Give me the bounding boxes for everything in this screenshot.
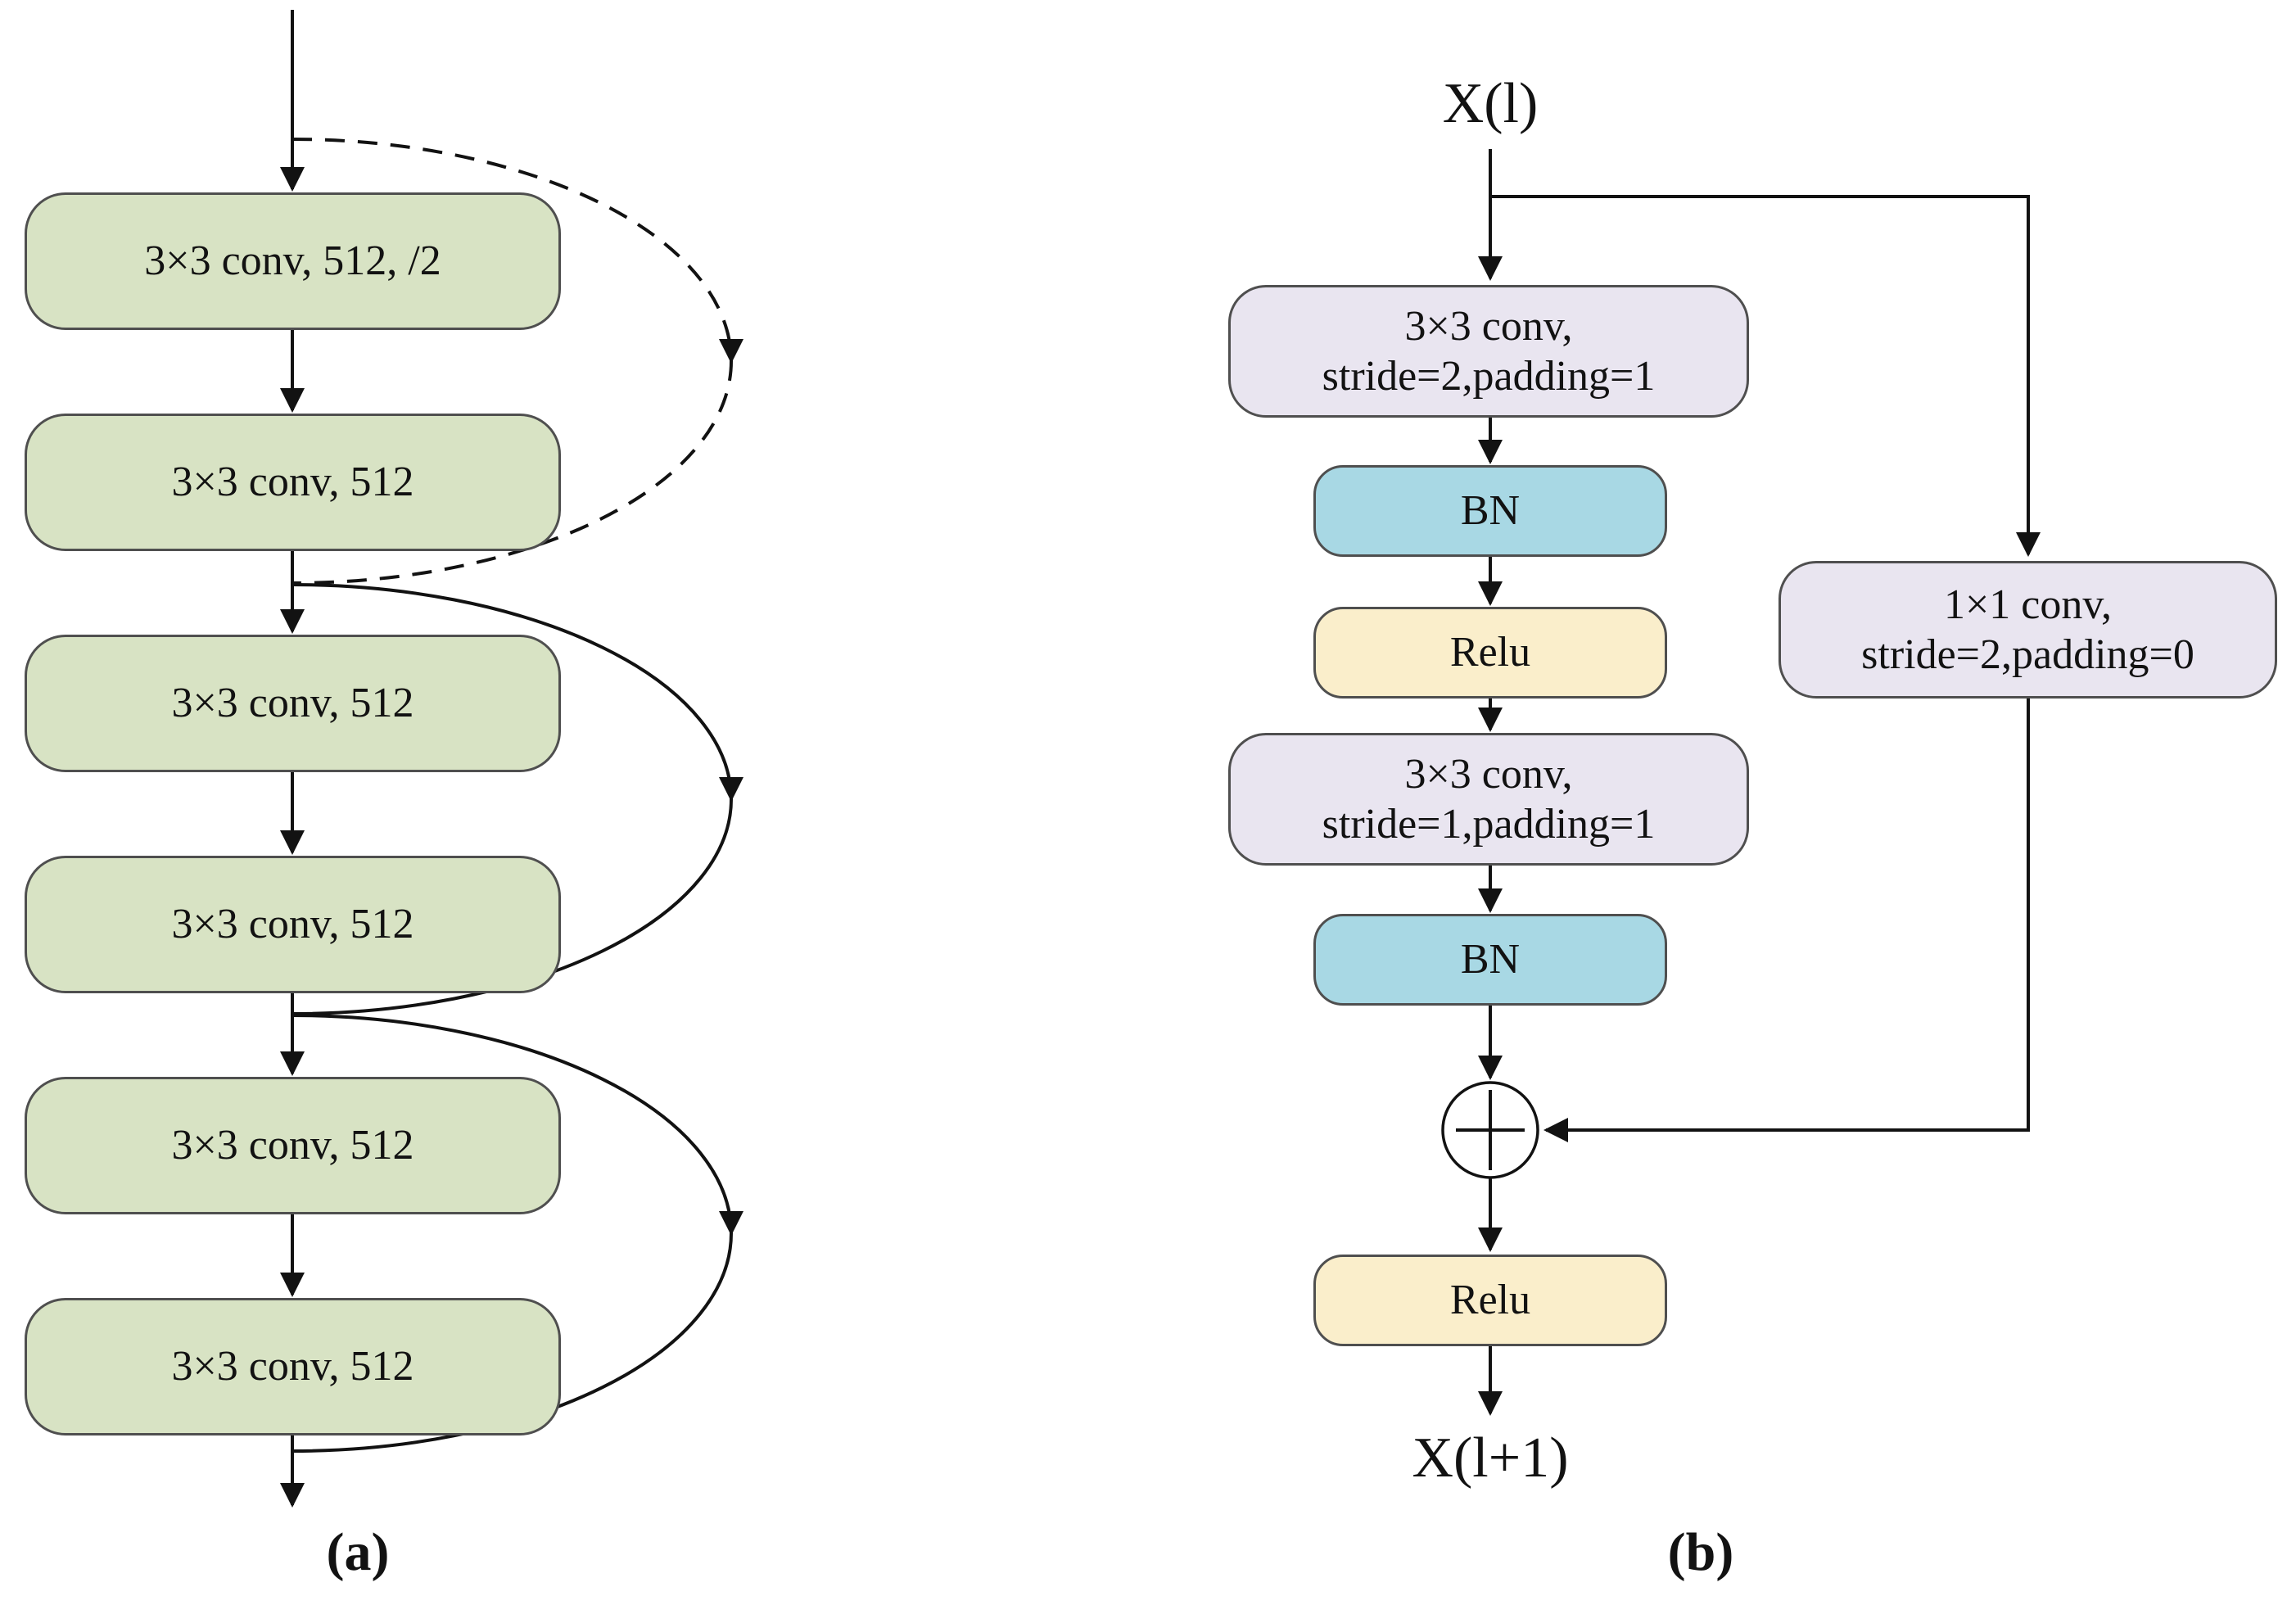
a-conv-box-2-label: 3×3 conv, 512 [171, 459, 414, 506]
a-dashed-skip-upper [292, 138, 743, 364]
b-shortcut-branch [1490, 195, 2041, 557]
a-conv-box-4: 3×3 conv, 512 [25, 856, 561, 993]
a-skip1-lower [292, 798, 733, 1015]
a-conv-box-5-label: 3×3 conv, 512 [171, 1122, 414, 1169]
a-skip2-lower [292, 1232, 733, 1453]
panel-a-caption: (a) [326, 1522, 390, 1582]
a-skip1-upper [292, 583, 743, 802]
a-dashed-skip-lower [292, 360, 733, 585]
a-conv-box-6-label: 3×3 conv, 512 [171, 1343, 414, 1390]
panel-b-caption: (b) [1667, 1522, 1734, 1582]
add-node [1441, 1081, 1539, 1179]
b-relu2-label: Relu [1449, 1277, 1531, 1324]
b-relu2-box: Relu [1313, 1255, 1667, 1346]
b-shortcut-into-add [1543, 699, 2030, 1142]
b-input-label: X(l) [1442, 72, 1539, 135]
b-conv1-line1: 3×3 conv, [1404, 302, 1573, 350]
b-conv2-box: 3×3 conv, stride=1,padding=1 [1228, 733, 1749, 866]
a-skip2-upper [292, 1014, 743, 1236]
b-conv2-line1: 3×3 conv, [1404, 750, 1573, 798]
b-bn2-label: BN [1460, 936, 1521, 983]
b-relu1-label: Relu [1449, 629, 1531, 676]
a-conv-box-1: 3×3 conv, 512, /2 [25, 192, 561, 330]
b-conv1-box: 3×3 conv, stride=2,padding=1 [1228, 285, 1749, 418]
a-conv-box-3-label: 3×3 conv, 512 [171, 680, 414, 727]
a-conv-box-6: 3×3 conv, 512 [25, 1298, 561, 1435]
b-bn1-label: BN [1460, 487, 1521, 535]
b-conv2-line2: stride=1,padding=1 [1322, 801, 1656, 848]
a-conv-box-4-label: 3×3 conv, 512 [171, 901, 414, 948]
b-bn1-box: BN [1313, 465, 1667, 557]
b-conv1-line2: stride=2,padding=1 [1322, 353, 1656, 400]
b-shortcut-conv-line1: 1×1 conv, [1943, 581, 2113, 628]
a-conv-box-2: 3×3 conv, 512 [25, 414, 561, 551]
b-output-label: X(l+1) [1412, 1426, 1569, 1490]
b-shortcut-conv-line2: stride=2,padding=0 [1861, 631, 2194, 678]
b-relu1-box: Relu [1313, 607, 1667, 699]
b-bn2-box: BN [1313, 914, 1667, 1006]
a-conv-box-5: 3×3 conv, 512 [25, 1077, 561, 1214]
a-conv-box-1-label: 3×3 conv, 512, /2 [144, 237, 441, 285]
b-shortcut-conv-box: 1×1 conv, stride=2,padding=0 [1778, 561, 2277, 699]
a-conv-box-3: 3×3 conv, 512 [25, 635, 561, 772]
